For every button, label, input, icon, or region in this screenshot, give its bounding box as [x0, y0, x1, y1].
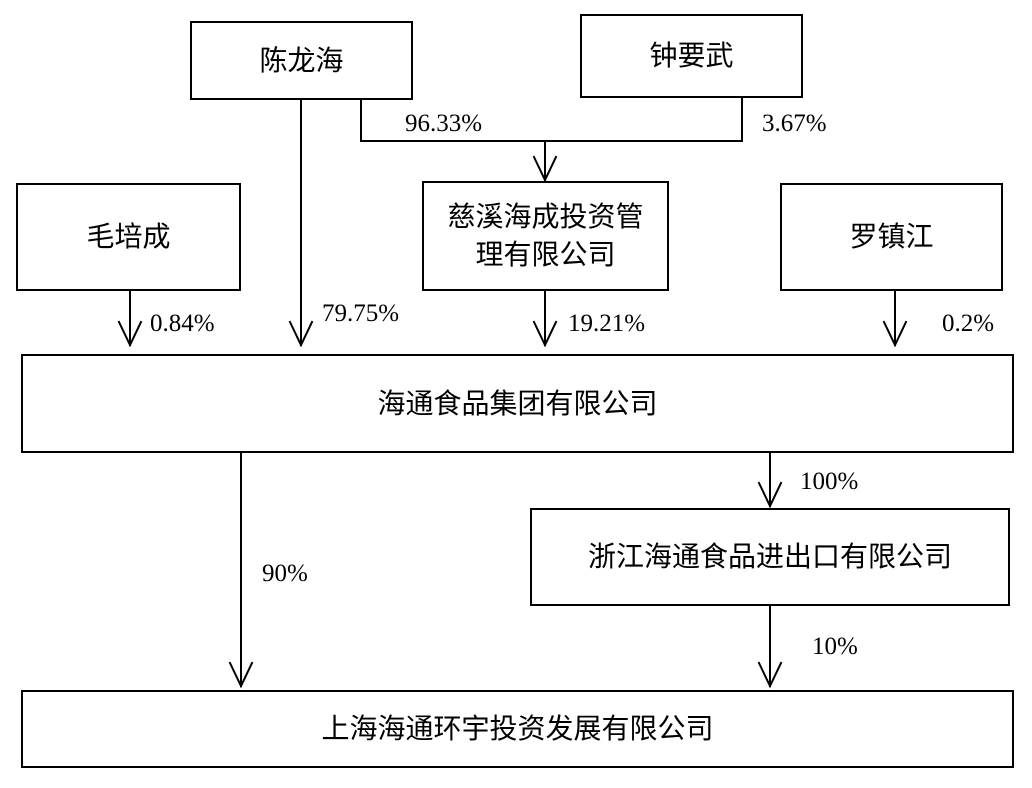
arrowhead-chen-to-group	[288, 320, 314, 348]
node-chen-longhai: 陈龙海	[190, 21, 413, 100]
node-shanghai-haitong: 上海海通环宇投资发展有限公司	[21, 690, 1014, 768]
arrowhead-into-cixi	[532, 155, 558, 183]
arrowhead-luo-to-group	[882, 320, 908, 348]
node-label: 上海海通环宇投资发展有限公司	[321, 712, 714, 745]
edge-label-group-to-shanghai: 90%	[262, 560, 308, 587]
arrowhead-cixi-to-group	[532, 320, 558, 348]
line-zhong-to-cixi	[544, 97, 743, 142]
edge-label-mao-to-group: 0.84%	[150, 310, 215, 337]
arrowhead-group-to-zhejiang	[757, 481, 783, 509]
node-label: 陈龙海	[259, 43, 344, 77]
node-haitong-group: 海通食品集团有限公司	[21, 354, 1014, 453]
edge-label-chen-to-cixi: 96.33%	[405, 110, 483, 137]
arrowhead-zhejiang-to-shanghai	[757, 661, 783, 689]
node-zhejiang-haitong: 浙江海通食品进出口有限公司	[530, 508, 1010, 606]
node-zhong-yaowu: 钟要武	[580, 14, 803, 98]
node-mao-peicheng: 毛培成	[16, 183, 241, 291]
edge-label-luo-to-group: 0.2%	[942, 310, 995, 337]
node-luo-zhenjiang: 罗镇江	[780, 183, 1003, 291]
node-label: 慈溪海成投资管理有限公司	[447, 200, 644, 271]
edge-label-cixi-to-group: 19.21%	[568, 310, 646, 337]
edge-label-zhejiang-to-shanghai: 10%	[812, 633, 858, 660]
line-chen-to-cixi	[360, 99, 546, 142]
node-label: 海通食品集团有限公司	[377, 386, 658, 420]
node-label: 浙江海通食品进出口有限公司	[587, 540, 952, 573]
node-cixi-haicheng: 慈溪海成投资管理有限公司	[422, 181, 669, 291]
node-label: 罗镇江	[849, 220, 934, 253]
edge-label-group-to-zhejiang: 100%	[800, 468, 859, 495]
node-label: 毛培成	[86, 220, 171, 253]
arrowhead-group-to-shanghai	[228, 661, 254, 689]
edge-label-zhong-to-cixi: 3.67%	[762, 110, 827, 137]
arrowhead-mao-to-group	[117, 320, 143, 348]
edge-label-chen-to-group: 79.75%	[322, 300, 400, 327]
node-label: 钟要武	[649, 39, 734, 72]
